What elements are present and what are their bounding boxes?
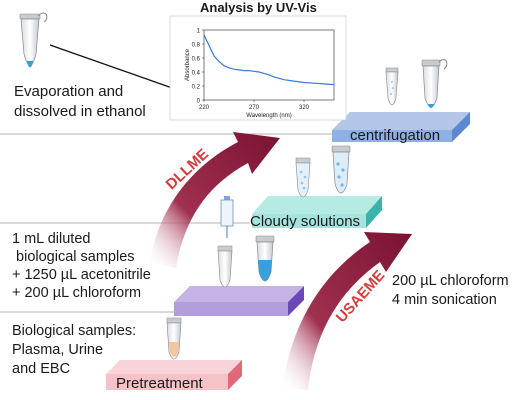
sample-tube-icon — [255, 235, 275, 282]
cloudy-plate — [252, 196, 382, 228]
pretreatment-plate — [106, 360, 242, 390]
dllme-arrow — [150, 132, 280, 268]
biological-samples-label: Biological samples: Plasma, Urine and EB… — [12, 323, 137, 377]
connector-arrow — [49, 44, 194, 97]
purple-plate — [174, 286, 304, 316]
chart-frame — [169, 15, 347, 121]
y-tick-label: 0.2 — [192, 85, 201, 91]
y-tick-label: 0.4 — [192, 71, 201, 77]
cloudy-tube-icon — [295, 157, 311, 198]
chart-title: Analysis by UV-Vis — [200, 0, 317, 15]
x-tick-label: 220 — [199, 105, 210, 111]
centrifugation-step: centrifugation — [350, 127, 441, 144]
usaeme-conditions-label: 200 µL chloroform 4 min sonication — [392, 273, 509, 308]
evaporation-label: Evaporation and dissolved in ethanol — [14, 83, 146, 120]
sample-preparation-label: 1 mL diluted biological samples + 1250 µ… — [12, 231, 151, 301]
x-tick-label: 320 — [299, 105, 310, 111]
syringe-icon — [220, 196, 234, 238]
pretreatment-step: Pretreatment — [116, 375, 203, 392]
plot-area — [203, 29, 335, 101]
y-tick-label: 0.8 — [192, 43, 201, 49]
y-axis-label: Absorbance — [185, 48, 191, 81]
y-tick-label: 0 — [197, 99, 201, 105]
usaeme-arrow — [282, 232, 412, 390]
biological-sample-tube-icon — [166, 317, 182, 360]
y-tick-label: 1 — [197, 29, 201, 35]
y-tick-label: 0.6 — [192, 57, 201, 63]
centrifuge-tube-icon — [385, 67, 399, 106]
absorbance-line — [203, 34, 335, 86]
centrifugation-plate — [332, 112, 470, 142]
x-axis-label: Wavelength (nm) — [246, 113, 291, 119]
sample-tube-icon — [217, 245, 233, 288]
cloudy-tube-icon — [331, 145, 351, 194]
x-tick-label: 270 — [249, 105, 260, 111]
cloudy-solutions-step: Cloudy solutions — [250, 213, 361, 230]
eppendorf-tube-icon — [19, 12, 48, 68]
centrifuge-tube-icon — [421, 59, 448, 108]
